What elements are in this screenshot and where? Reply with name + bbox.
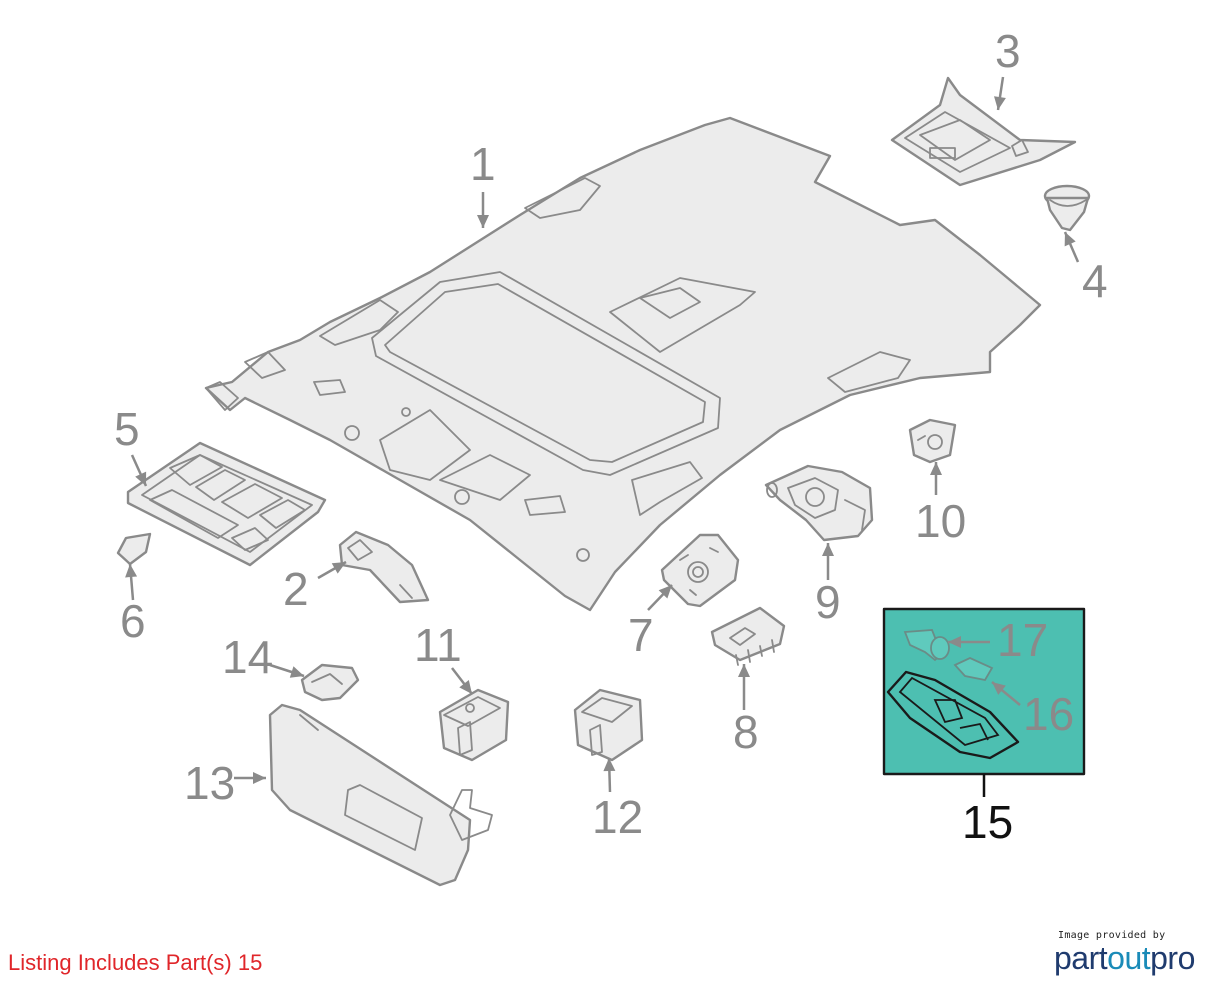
callout-11[interactable]: 11 [414,619,462,671]
arrowhead-5 [135,471,147,486]
callout-7[interactable]: 7 [628,609,654,661]
part-13-sun-visor[interactable] [268,703,493,887]
part-4-clip[interactable] [1043,184,1091,232]
arrowhead-10 [930,462,942,475]
arrowhead-9 [822,543,834,556]
callout-12[interactable]: 12 [592,791,643,843]
part-12-switch-housing[interactable] [573,688,644,762]
arrowhead-1 [477,215,489,228]
arrowhead-6 [125,564,138,578]
arrowhead-16 [992,682,1006,695]
callout-leaders [125,76,1080,797]
part-7-lamp-housing[interactable] [660,533,740,608]
part-15-lamp[interactable] [886,670,1020,760]
part-3-bracket[interactable] [890,76,1077,187]
partoutpro-logo[interactable]: partoutpro [1054,941,1214,975]
arrowhead-14 [289,666,304,678]
callout-numbers: 1 2 3 4 5 6 7 8 9 10 11 12 13 14 15 16 1… [114,25,1108,848]
image-credit: Image provided by partoutpro [1054,930,1214,975]
arrowhead-11 [459,680,472,694]
brand-pro: pro [1150,940,1195,976]
arrowhead-12 [603,758,616,772]
part-5-console-frame[interactable] [126,441,327,567]
brand-part: part [1054,940,1108,976]
arrowhead-4 [1064,232,1076,247]
part-16-bulb[interactable] [953,657,994,682]
callout-16[interactable]: 16 [1023,688,1074,740]
part-8-clip-bracket[interactable] [710,606,786,666]
callout-17[interactable]: 17 [997,614,1048,666]
highlight-box-part-15[interactable] [882,607,1086,776]
callout-8[interactable]: 8 [733,706,759,758]
callout-9[interactable]: 9 [815,576,841,628]
callout-3[interactable]: 3 [995,25,1021,77]
callout-5[interactable]: 5 [114,403,140,455]
arrowhead-2 [331,562,346,574]
arrowhead-8 [738,664,750,677]
callout-4[interactable]: 4 [1082,255,1108,307]
arrowhead-3 [994,96,1006,110]
callout-2[interactable]: 2 [283,563,309,615]
listing-includes-text: Listing Includes Part(s) 15 [8,950,263,975]
part-9-console-housing[interactable] [764,464,874,542]
part-11-switch-housing[interactable] [438,688,510,762]
callout-10[interactable]: 10 [915,495,966,547]
arrowhead-7 [658,585,672,599]
part-10-small-bracket[interactable] [908,418,957,464]
part-17-socket[interactable] [903,629,950,662]
part-14-hook[interactable] [300,663,360,702]
part-6-pad[interactable] [116,532,152,566]
part-1-headliner[interactable] [204,116,1042,612]
credit-caption: Image provided by [1058,930,1166,941]
part-2-bracket[interactable] [338,530,430,604]
callout-6[interactable]: 6 [120,595,146,647]
arrowhead-17 [948,636,961,648]
callout-1[interactable]: 1 [470,138,496,190]
brand-out: out [1107,940,1151,976]
callout-14[interactable]: 14 [222,631,273,683]
arrowhead-13 [253,772,266,784]
callout-15[interactable]: 15 [962,796,1013,848]
callout-13[interactable]: 13 [184,757,235,809]
